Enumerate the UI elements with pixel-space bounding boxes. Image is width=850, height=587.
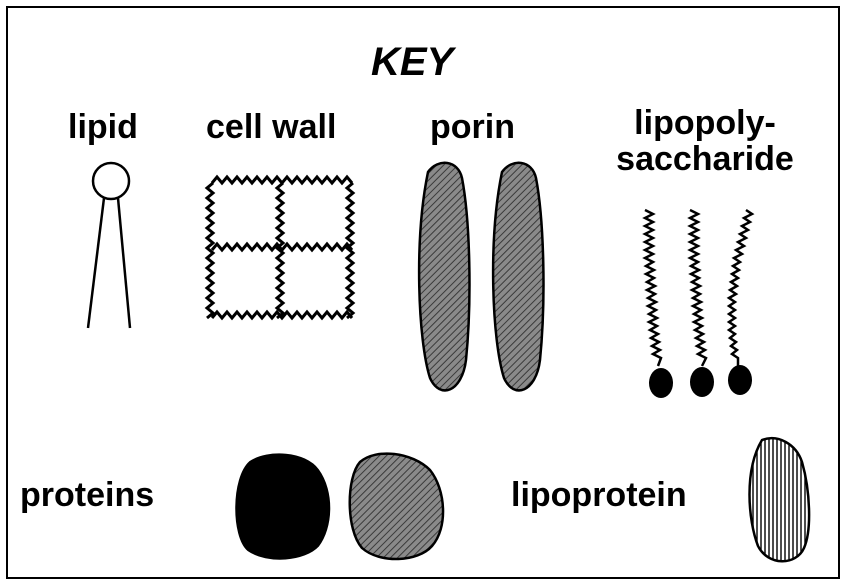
cell-wall-middle-v bbox=[277, 183, 283, 318]
lps-chain-2 bbox=[690, 210, 706, 366]
porin-symbol bbox=[419, 163, 543, 391]
protein-solid bbox=[236, 454, 329, 558]
lipid-tail-left bbox=[88, 198, 104, 328]
lipid-symbol bbox=[88, 163, 130, 328]
lps-chain-1 bbox=[645, 210, 661, 366]
cell-wall-symbol bbox=[207, 177, 353, 318]
lps-head-1 bbox=[649, 368, 673, 398]
lipopolysaccharide-symbol bbox=[645, 210, 752, 398]
lipoprotein-shape bbox=[750, 438, 810, 561]
lipid-tail-right bbox=[118, 198, 130, 328]
lps-head-3 bbox=[728, 365, 752, 395]
porin-2 bbox=[493, 163, 543, 391]
cell-wall-right bbox=[347, 183, 353, 318]
proteins-symbol bbox=[236, 454, 443, 559]
porin-1 bbox=[419, 163, 469, 391]
lps-chain-3 bbox=[729, 210, 752, 366]
lps-head-2 bbox=[690, 367, 714, 397]
lipoprotein-symbol bbox=[750, 438, 810, 561]
protein-hatched bbox=[350, 454, 443, 559]
lipid-head bbox=[93, 163, 129, 199]
cell-wall-left bbox=[207, 183, 213, 318]
